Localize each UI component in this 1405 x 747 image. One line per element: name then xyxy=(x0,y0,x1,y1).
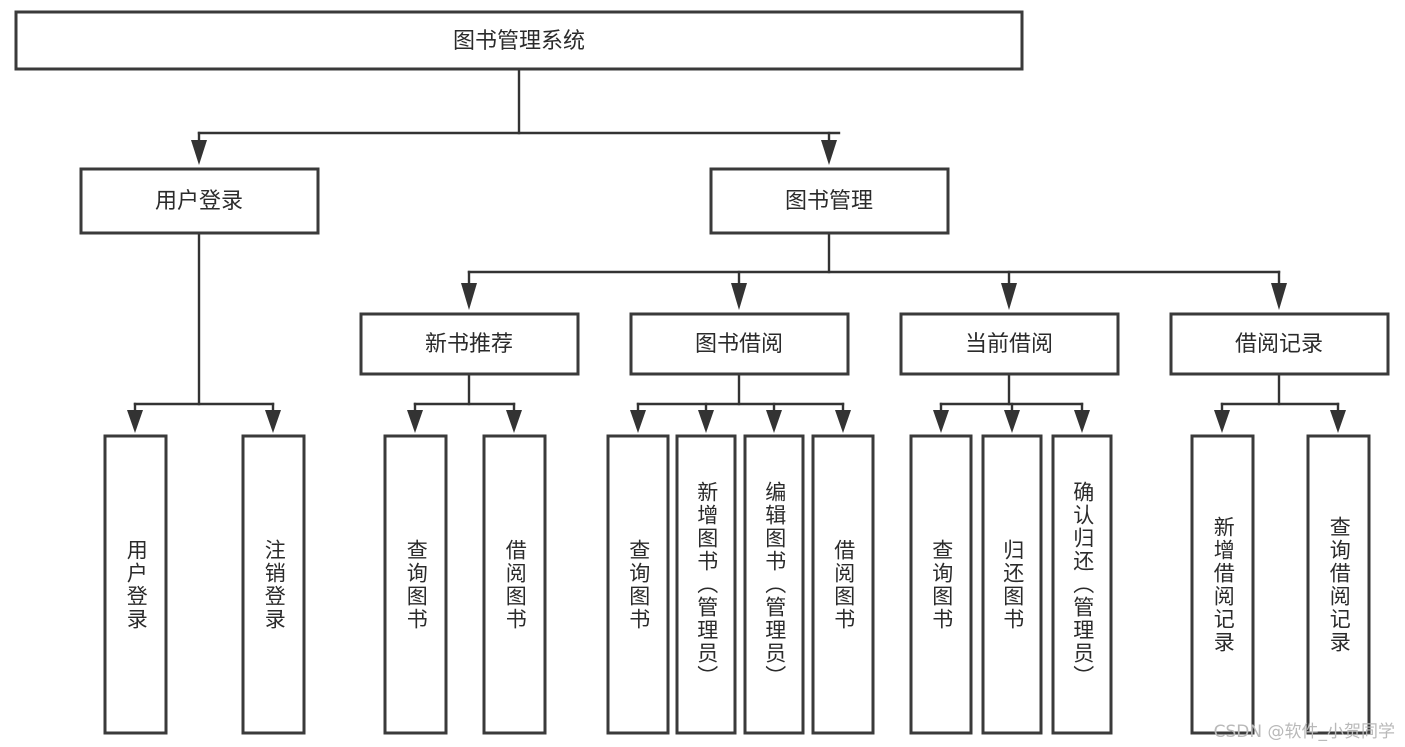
arrow-head-book-manage xyxy=(821,140,837,165)
arrow-head-bb-leaf1 xyxy=(630,410,646,433)
arrow-head-bb-leaf3 xyxy=(766,410,782,433)
leaf-boxes xyxy=(103,434,1371,735)
leaf-box-add-book-admin[interactable] xyxy=(675,434,737,735)
node-book-borrow-label: 图书借阅 xyxy=(695,332,783,357)
node-current-borrow-label: 当前借阅 xyxy=(965,332,1053,357)
node-borrow-record[interactable]: 借阅记录 xyxy=(1169,312,1390,376)
arrow-head-cb-leaf2 xyxy=(1004,410,1020,433)
node-user-login-label: 用户登录 xyxy=(155,189,243,214)
arrow-head-br-leaf2 xyxy=(1330,410,1346,433)
leaf-box-add-borrow-record[interactable] xyxy=(1190,434,1255,735)
connectors-root-to-level2 xyxy=(191,67,841,165)
arrow-head-br-leaf1 xyxy=(1214,410,1230,433)
node-borrow-record-label: 借阅记录 xyxy=(1235,332,1323,357)
node-new-book-recommend[interactable]: 新书推荐 xyxy=(359,312,580,376)
arrow-head-user-login xyxy=(191,140,207,165)
node-book-manage-box[interactable] xyxy=(709,167,950,235)
node-user-login[interactable]: 用户登录 xyxy=(79,167,320,235)
node-current-borrow[interactable]: 当前借阅 xyxy=(899,312,1120,376)
connectors-user-login-to-leaves xyxy=(127,231,281,433)
leaf-box-query-book-nb[interactable] xyxy=(383,434,448,735)
node-book-borrow-box[interactable] xyxy=(629,312,850,376)
arrow-head-new-book xyxy=(461,283,477,310)
node-root-box[interactable] xyxy=(14,10,1024,71)
node-book-borrow[interactable]: 图书借阅 xyxy=(629,312,850,376)
node-root[interactable]: 图书管理系统 xyxy=(14,10,1024,71)
connectors-borrow-record-to-leaves xyxy=(1214,372,1346,433)
arrow-head-bb-leaf2 xyxy=(698,410,714,433)
leaf-box-query-book-cb[interactable] xyxy=(909,434,973,735)
arrow-head-book-borrow xyxy=(731,283,747,310)
node-book-manage-label: 图书管理 xyxy=(785,189,873,214)
connectors-book-manage-to-level3 xyxy=(461,231,1287,310)
node-borrow-record-box[interactable] xyxy=(1169,312,1390,376)
node-current-borrow-box[interactable] xyxy=(899,312,1120,376)
csdn-watermark: CSDN @软件_小贺同学 xyxy=(1213,722,1395,742)
leaf-box-query-book-bb[interactable] xyxy=(606,434,670,735)
leaf-box-return-book[interactable] xyxy=(981,434,1043,735)
arrow-head-leaf-logout xyxy=(265,410,281,433)
arrow-head-leaf-user-login xyxy=(127,410,143,433)
leaf-box-borrow-book-bb[interactable] xyxy=(811,434,875,735)
leaf-box-user-login[interactable] xyxy=(103,434,168,735)
node-user-login-box[interactable] xyxy=(79,167,320,235)
arrow-head-current-borrow xyxy=(1001,283,1017,310)
arrow-head-nb-leaf2 xyxy=(506,410,522,433)
leaf-box-confirm-return-admin[interactable] xyxy=(1051,434,1113,735)
arrow-head-cb-leaf1 xyxy=(933,410,949,433)
leaf-box-edit-book-admin[interactable] xyxy=(743,434,805,735)
leaf-box-borrow-book-nb[interactable] xyxy=(482,434,547,735)
arrow-head-cb-leaf3 xyxy=(1074,410,1090,433)
arrow-head-borrow-record xyxy=(1271,283,1287,310)
connectors-current-borrow-to-leaves xyxy=(933,372,1090,433)
node-new-book-recommend-box[interactable] xyxy=(359,312,580,376)
connectors-book-borrow-to-leaves xyxy=(630,372,851,433)
node-root-label: 图书管理系统 xyxy=(453,29,585,54)
node-new-book-recommend-label: 新书推荐 xyxy=(425,332,513,357)
node-book-manage[interactable]: 图书管理 xyxy=(709,167,950,235)
leaf-box-query-borrow-record[interactable] xyxy=(1306,434,1371,735)
leaf-box-logout[interactable] xyxy=(241,434,306,735)
arrow-head-nb-leaf1 xyxy=(407,410,423,433)
arrow-head-bb-leaf4 xyxy=(835,410,851,433)
connectors-new-book-to-leaves xyxy=(407,372,522,433)
